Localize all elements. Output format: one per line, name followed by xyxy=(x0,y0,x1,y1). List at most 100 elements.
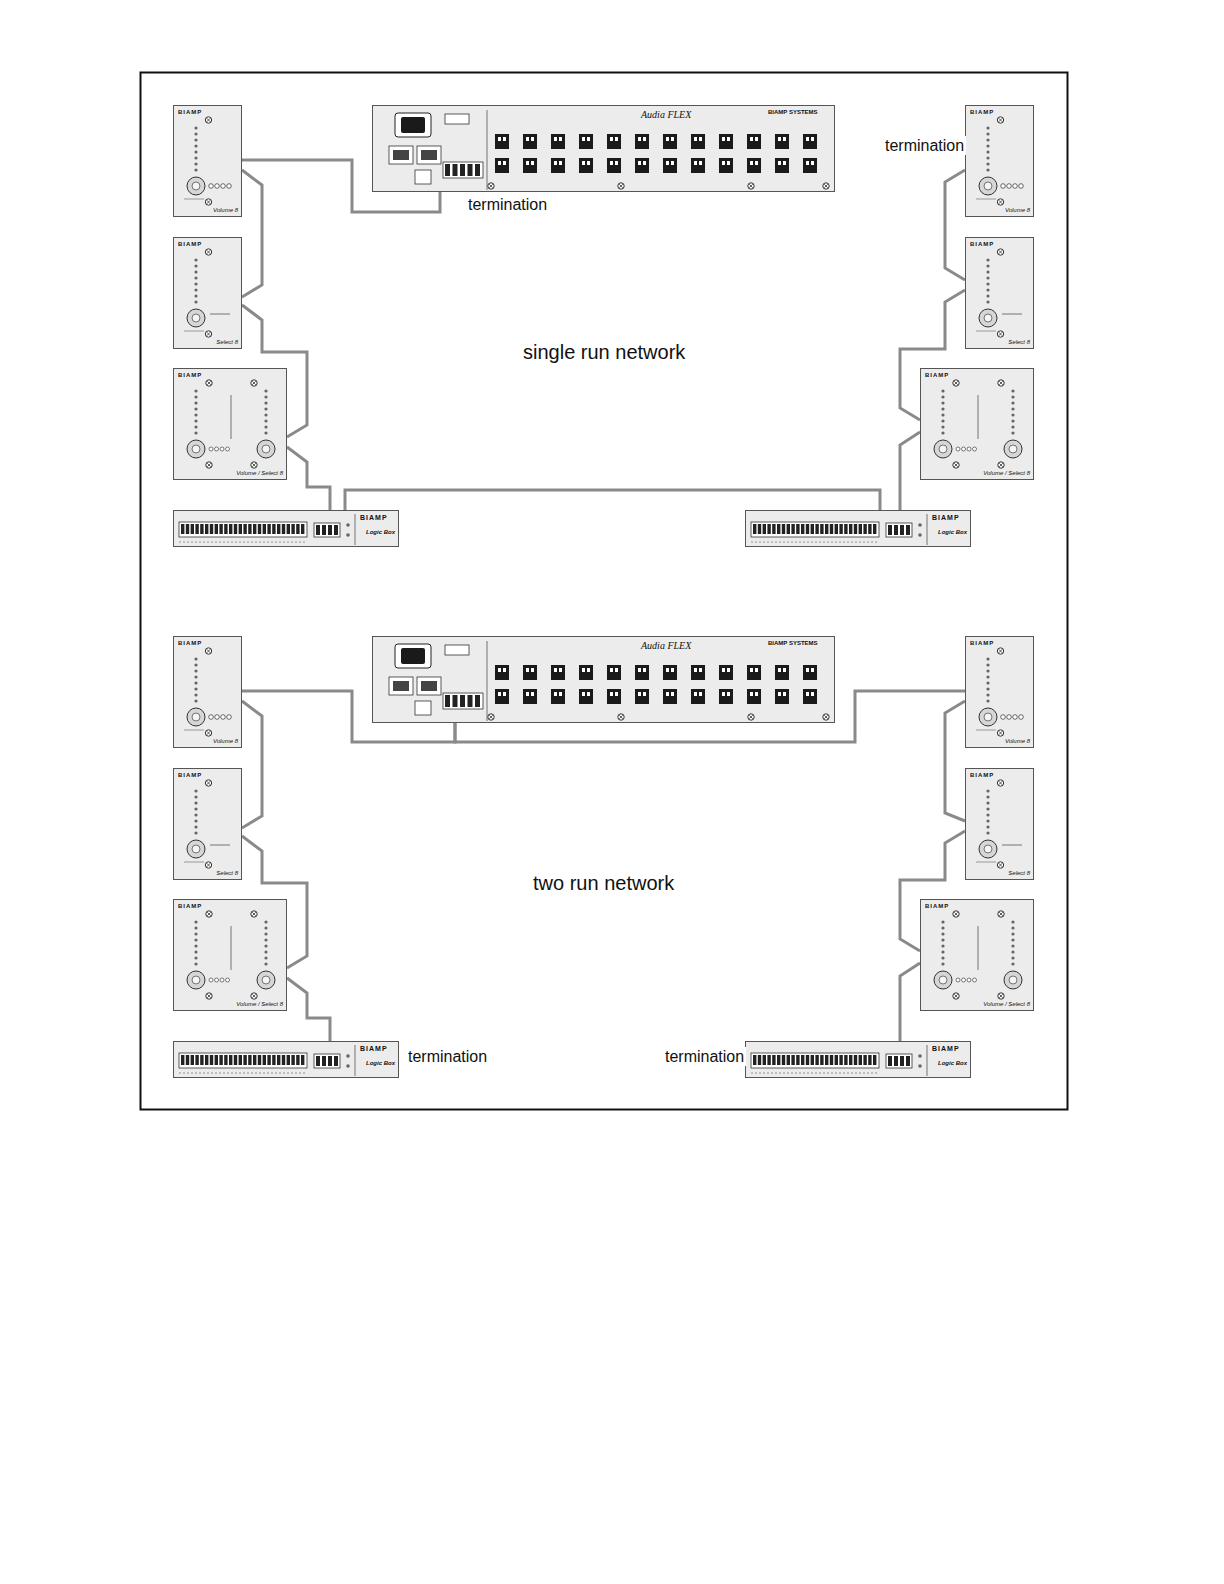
io-connector xyxy=(643,668,646,672)
screw xyxy=(953,993,959,999)
knob xyxy=(1004,440,1022,458)
led xyxy=(194,419,197,422)
terminal xyxy=(758,524,761,534)
terminal xyxy=(873,524,876,534)
device-brand: BIAMP xyxy=(925,903,949,910)
terminal xyxy=(863,1055,866,1065)
indicator xyxy=(967,447,971,451)
indicator xyxy=(220,447,224,451)
terminal xyxy=(815,524,818,534)
knob xyxy=(939,976,947,984)
io-connector xyxy=(699,161,702,165)
terminal xyxy=(763,524,766,534)
io-connector xyxy=(498,668,501,672)
terminal xyxy=(460,164,465,176)
led xyxy=(194,282,197,285)
device-name: Volume 8 xyxy=(213,738,238,745)
terminal xyxy=(267,1055,270,1065)
terminal xyxy=(868,1055,871,1065)
io-connector xyxy=(526,692,529,696)
device-name: Volume / Select 8 xyxy=(236,470,283,477)
indicator xyxy=(209,447,213,451)
io-connector xyxy=(531,692,534,696)
terminal xyxy=(258,1055,261,1065)
marking xyxy=(179,542,307,543)
device-name: Volume / Select 8 xyxy=(983,470,1030,477)
screw xyxy=(954,381,958,385)
divider xyxy=(927,1045,928,1076)
marking xyxy=(179,1073,307,1074)
screw xyxy=(251,911,257,917)
terminal xyxy=(801,1055,804,1065)
screw xyxy=(998,911,1004,917)
screw xyxy=(205,199,211,205)
device-face xyxy=(921,900,1035,1012)
screw xyxy=(619,184,623,188)
led xyxy=(346,523,350,527)
terminal xyxy=(239,524,242,534)
io-connector xyxy=(526,668,529,672)
io-connector xyxy=(694,137,697,141)
led xyxy=(194,150,197,153)
terminal xyxy=(772,524,775,534)
terminal xyxy=(844,1055,847,1065)
io-connector xyxy=(691,134,705,149)
indicator xyxy=(215,715,220,720)
indicator xyxy=(226,978,230,982)
io-connector xyxy=(699,668,702,672)
knob xyxy=(187,840,205,858)
terminal xyxy=(267,524,270,534)
terminal xyxy=(234,1055,237,1065)
io-connector xyxy=(806,137,809,141)
screw xyxy=(997,331,1003,337)
terminal xyxy=(248,524,251,534)
knob xyxy=(187,177,205,195)
led xyxy=(194,801,197,804)
knob xyxy=(262,976,270,984)
terminal xyxy=(282,524,285,534)
terminal xyxy=(906,1056,910,1066)
terminal-strip xyxy=(751,522,879,537)
indicator xyxy=(226,447,230,451)
device-face xyxy=(174,238,243,350)
io-connector xyxy=(722,668,725,672)
led xyxy=(986,669,989,672)
terminal xyxy=(322,1056,326,1066)
audia-flex-unit: Audia FLEXBIAMP SYSTEMS xyxy=(372,105,835,192)
device-name: BIAMP SYSTEMS xyxy=(768,109,818,116)
led xyxy=(346,1064,350,1068)
network-cable xyxy=(287,978,330,1041)
device-brand: BIAMP xyxy=(178,772,202,779)
terminal xyxy=(863,524,866,534)
terminal xyxy=(854,1055,857,1065)
knob xyxy=(257,971,275,989)
led xyxy=(941,956,944,959)
io-connector xyxy=(554,668,557,672)
remote-bus-connector xyxy=(443,693,483,709)
io-connector xyxy=(803,134,817,149)
volume-panel: BIAMPVolume 8 xyxy=(173,105,242,217)
io-connector xyxy=(783,692,786,696)
knob xyxy=(984,845,992,853)
terminal xyxy=(835,1055,838,1065)
terminal xyxy=(277,1055,280,1065)
io-connector xyxy=(579,665,593,680)
screw xyxy=(207,250,211,254)
terminal xyxy=(224,1055,227,1065)
screw xyxy=(207,332,211,336)
volume-panel: BIAMPVolume 8 xyxy=(173,636,242,748)
led xyxy=(986,138,989,141)
network-port xyxy=(417,677,441,695)
led xyxy=(194,407,197,410)
indicator xyxy=(956,447,960,451)
terminal xyxy=(445,164,450,176)
io-connector xyxy=(615,161,618,165)
led xyxy=(1011,956,1014,959)
led xyxy=(986,681,989,684)
marking xyxy=(184,199,204,200)
knob xyxy=(192,445,200,453)
io-connector xyxy=(607,689,621,704)
network-title: single run network xyxy=(521,340,687,364)
terminal xyxy=(334,525,338,535)
io-connector xyxy=(747,665,761,680)
